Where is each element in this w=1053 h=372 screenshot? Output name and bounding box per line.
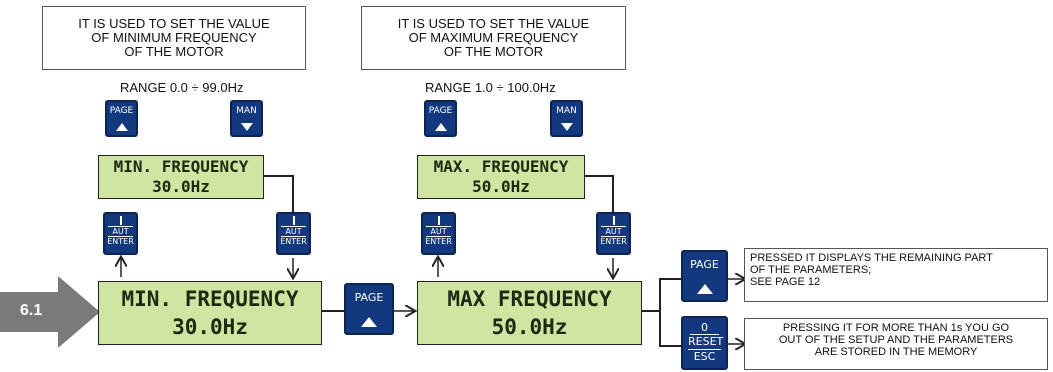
lcd-line-1: MAX. FREQUENCY [433, 157, 569, 176]
step-number: 6.1 [20, 302, 43, 319]
page-up-key-left[interactable]: PAGE [105, 100, 138, 137]
page-up-key-branch[interactable]: PAGE [681, 250, 728, 302]
max-range-label: RANGE 1.0 ÷ 100.0Hz [425, 80, 556, 95]
enter-label: ENTER [425, 237, 452, 246]
aut-label: AUT [108, 226, 133, 237]
page-key-label: PAGE [354, 291, 384, 304]
aut-enter-key-right-2[interactable]: AUT ENTER [596, 212, 631, 255]
page-key-label: PAGE [109, 106, 134, 116]
max-frequency-edit-display: MAX. FREQUENCY 50.0Hz [417, 155, 585, 199]
aut-enter-key-left-2[interactable]: AUT ENTER [276, 212, 311, 255]
up-arrow-icon [434, 123, 447, 131]
enter-label: ENTER [600, 237, 627, 246]
man-key-label: MAN [236, 106, 257, 116]
lcd-line-2: 30.0Hz [152, 177, 210, 196]
reset-label: RESET [688, 335, 724, 350]
min-frequency-display: MIN. FREQUENCY 30.0Hz [98, 281, 322, 345]
zero-label: 0 [690, 321, 719, 335]
page-key-description: PRESSED IT DISPLAYS THE REMAINING PART O… [744, 248, 1048, 302]
lcd-line-2: 30.0Hz [172, 315, 248, 339]
aut-label: AUT [426, 226, 451, 237]
up-arrow-icon [115, 123, 128, 131]
page-up-key-middle[interactable]: PAGE [344, 283, 394, 335]
aut-bar-icon [612, 216, 615, 225]
min-range-label: RANGE 0.0 ÷ 99.0Hz [120, 80, 244, 95]
man-down-key-right[interactable]: MAN [550, 100, 583, 137]
lcd-line-1: MIN. FREQUENCY [113, 157, 249, 176]
lcd-line-1: MAX FREQUENCY [447, 287, 612, 311]
aut-bar-icon [437, 216, 440, 225]
enter-label: ENTER [107, 237, 134, 246]
page-up-key-right[interactable]: PAGE [424, 100, 457, 137]
aut-label: AUT [281, 226, 306, 237]
enter-label: ENTER [280, 237, 307, 246]
min-edit-to-enter-line [264, 175, 294, 212]
reset-esc-key[interactable]: 0 RESET ESC [681, 316, 728, 370]
man-down-key-left[interactable]: MAN [230, 100, 263, 137]
down-arrow-icon [560, 123, 573, 131]
step-arrow-icon [0, 276, 100, 348]
up-arrow-icon [361, 317, 377, 327]
man-key-label: MAN [556, 106, 577, 116]
aut-enter-key-left-1[interactable]: AUT ENTER [103, 212, 138, 255]
branch-line [659, 278, 681, 347]
lcd-line-2: 50.0Hz [491, 315, 568, 339]
max-edit-to-enter-line [585, 175, 614, 212]
aut-bar-icon [119, 216, 122, 225]
aut-label: AUT [601, 226, 626, 237]
aut-bar-icon [292, 216, 295, 225]
max-frequency-display: MAX FREQUENCY 50.0Hz [417, 281, 642, 345]
up-arrow-icon [696, 284, 713, 294]
page-key-label: PAGE [428, 106, 453, 116]
min-frequency-note: IT IS USED TO SET THE VALUE OF MINIMUM F… [42, 6, 306, 70]
min-frequency-edit-display: MIN. FREQUENCY 30.0Hz [98, 155, 264, 199]
lcd-line-2: 50.0Hz [472, 177, 530, 196]
reset-key-description: PRESSING IT FOR MORE THAN 1s YOU GO OUT … [744, 318, 1048, 370]
max-frequency-note: IT IS USED TO SET THE VALUE OF MAXIMUM F… [361, 6, 626, 70]
down-arrow-icon [240, 123, 253, 131]
lcd-line-1: MIN. FREQUENCY [121, 287, 299, 311]
page-key-label: PAGE [690, 258, 719, 271]
esc-label: ESC [693, 350, 716, 363]
aut-enter-key-right-1[interactable]: AUT ENTER [421, 212, 456, 255]
